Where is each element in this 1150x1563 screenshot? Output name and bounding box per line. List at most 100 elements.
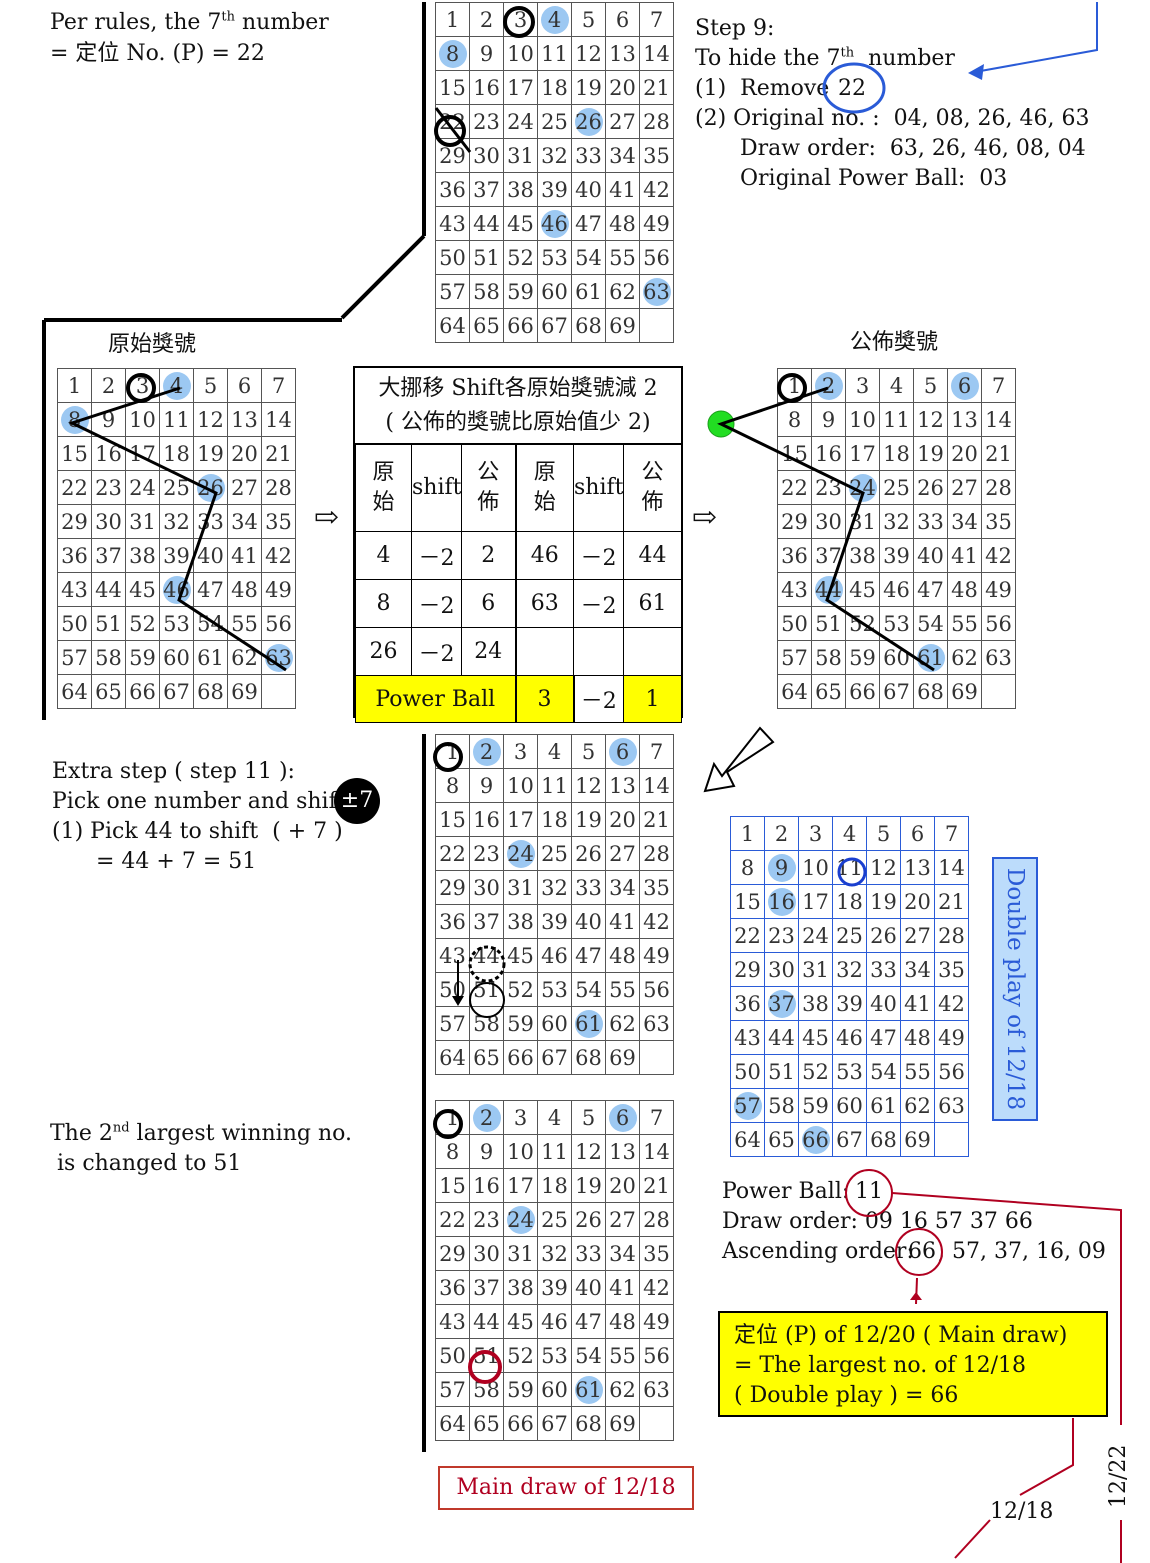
- grid-cell: 23: [91, 470, 126, 505]
- grid-number: 10: [129, 407, 156, 432]
- shift-title-2: ( 公佈的獎號比原始值少 2): [385, 410, 651, 435]
- grid-cell: 2: [91, 368, 126, 403]
- grid-number: 23: [473, 841, 500, 866]
- grid-cell: 58: [469, 274, 504, 309]
- grid-number: 20: [609, 807, 636, 832]
- grid-number: 29: [439, 143, 466, 168]
- circle-44-dotted: [468, 945, 506, 983]
- grid-number: 54: [575, 977, 602, 1002]
- grid-cell: 45: [845, 572, 880, 607]
- grid-number: 22: [439, 1207, 466, 1232]
- shift-cell: 8: [355, 579, 412, 628]
- grid-number: 63: [985, 645, 1012, 670]
- grid-number: 57: [439, 279, 466, 304]
- grid-cell: 16: [469, 1168, 504, 1203]
- grid-cell: 22: [57, 470, 92, 505]
- grid-number: 62: [609, 279, 636, 304]
- grid-number: 65: [95, 679, 122, 704]
- grid-cell: 69: [900, 1122, 935, 1157]
- grid-cell: 66: [798, 1122, 833, 1157]
- red-arrow-line: [915, 1277, 918, 1305]
- grid-number: 22: [61, 475, 88, 500]
- grid-number: 57: [781, 645, 808, 670]
- grid-number: 50: [781, 611, 808, 636]
- grid-number: 61: [197, 645, 224, 670]
- shift-cell: －2: [573, 579, 624, 628]
- grid-cell: 32: [537, 870, 572, 905]
- grid-number: 48: [904, 1025, 931, 1050]
- highlighted-number: 26: [574, 107, 603, 136]
- red-connector-1218: [1019, 1418, 1074, 1496]
- grid-number: 54: [917, 611, 944, 636]
- grid-number: 49: [643, 943, 670, 968]
- grid-cell: 35: [261, 504, 296, 539]
- grid-number: 23: [473, 1207, 500, 1232]
- grid-number: 37: [815, 543, 842, 568]
- grid-cell: 57: [435, 274, 470, 309]
- grid-cell: 49: [639, 1304, 674, 1339]
- power-ball-label: Power Ball: [355, 675, 517, 723]
- grid-number: 57: [61, 645, 88, 670]
- grid-number: 66: [849, 679, 876, 704]
- grid-number: 47: [575, 211, 602, 236]
- grid-cell: 46: [832, 1020, 867, 1055]
- grid-number: 64: [61, 679, 88, 704]
- grid-number: 20: [904, 889, 931, 914]
- grid-number: 68: [870, 1127, 897, 1152]
- grid-cell: 35: [639, 138, 674, 173]
- grid-number: 32: [541, 1241, 568, 1266]
- grid-cell: 17: [503, 70, 538, 105]
- grid-number: 13: [609, 773, 636, 798]
- grid-number: 53: [541, 1343, 568, 1368]
- grid-cell: 7: [981, 368, 1016, 403]
- grid-cell: 34: [605, 1236, 640, 1271]
- grid-cell: 59: [798, 1088, 833, 1123]
- second-largest-note: The 2nd largest winning no.: [50, 1120, 352, 1146]
- grid-number: 62: [951, 645, 978, 670]
- grid-cell: 37: [469, 904, 504, 939]
- grid-number: 34: [609, 875, 636, 900]
- grid-cell: 3: [845, 368, 880, 403]
- grid-number: 43: [439, 1309, 466, 1334]
- grid-cell: 2: [469, 734, 504, 769]
- grid-number: 2: [479, 7, 494, 32]
- grid-number: 8: [445, 773, 460, 798]
- grid-number: 39: [163, 543, 190, 568]
- grid-cell: 54: [571, 972, 606, 1007]
- shift-cell: －2: [411, 579, 462, 628]
- grid-cell: 36: [57, 538, 92, 573]
- grid-cell: 38: [503, 1270, 538, 1305]
- red-connector-1218-b: [954, 1519, 991, 1559]
- dp-power-ball-value: 11: [855, 1179, 883, 1204]
- col-shift-2: shift: [573, 444, 624, 532]
- grid-number: 9: [479, 1139, 494, 1164]
- grid-number: 59: [129, 645, 156, 670]
- grid-number: 2: [101, 373, 116, 398]
- grid-cell: 45: [503, 206, 538, 241]
- grid-number: 14: [643, 41, 670, 66]
- grid-number: 27: [231, 475, 258, 500]
- grid-number: 56: [985, 611, 1012, 636]
- arrow-right-icon: ⇨: [314, 500, 340, 535]
- grid-cell: 37: [91, 538, 126, 573]
- grid-number: 27: [609, 841, 636, 866]
- shift-cell: [573, 627, 624, 676]
- shift-arrow-head: [452, 996, 464, 1006]
- grid-number: 54: [575, 1343, 602, 1368]
- grid-cell: 21: [934, 884, 969, 919]
- grid-cell: 38: [503, 904, 538, 939]
- grid-cell: 8: [777, 402, 812, 437]
- grid-cell: 8: [435, 1134, 470, 1169]
- grid-number: 53: [836, 1059, 863, 1084]
- grid-cell: 30: [91, 504, 126, 539]
- highlighted-number: 2: [472, 1103, 501, 1132]
- dp-power-ball-label: Power Ball:: [722, 1179, 850, 1204]
- grid-number: 31: [507, 875, 534, 900]
- grid-cell: 39: [832, 986, 867, 1021]
- grid-cell: 28: [639, 1202, 674, 1237]
- grid-cell: 52: [503, 240, 538, 275]
- grid-cell: 2: [469, 2, 504, 37]
- grid-number: 31: [129, 509, 156, 534]
- grid-number: 52: [129, 611, 156, 636]
- grid-number: 35: [643, 1241, 670, 1266]
